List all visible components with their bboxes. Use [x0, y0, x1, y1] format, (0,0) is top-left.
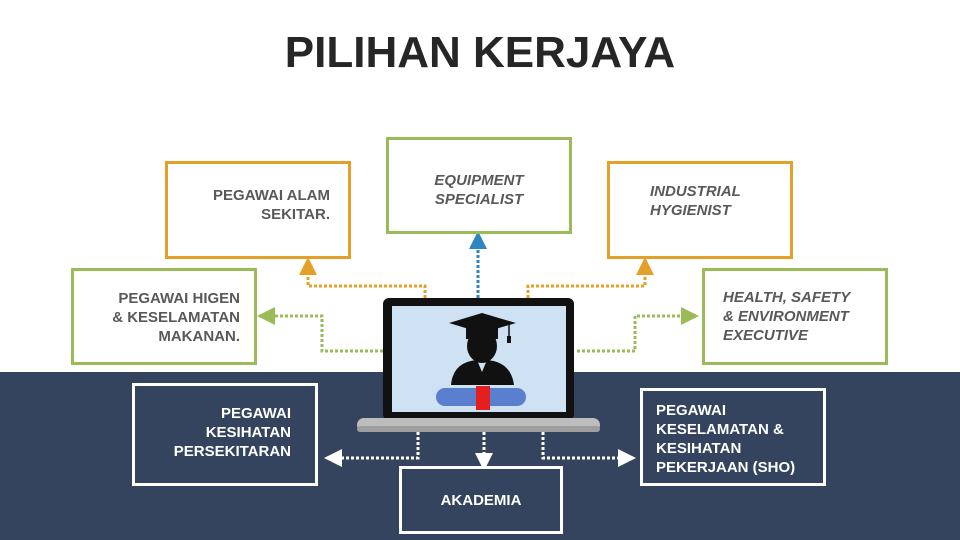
career-box-equipment-specialist: EQUIPMENT SPECIALIST: [386, 137, 572, 234]
career-box-sho: PEGAWAI KESELAMATAN & KESIHATAN PEKERJAA…: [640, 388, 826, 486]
connector-hse: [577, 307, 699, 353]
laptop-graduate-illustration: [357, 298, 600, 432]
career-box-pegawai-alam-sekitar: PEGAWAI ALAM SEKITAR.: [165, 161, 351, 259]
career-label: INDUSTRIAL HYGIENIST: [650, 183, 741, 219]
career-box-hse-executive: HEALTH, SAFETY & ENVIRONMENT EXECUTIVE: [702, 268, 888, 365]
career-box-pegawai-higen: PEGAWAI HIGEN & KESELAMATAN MAKANAN.: [71, 268, 257, 365]
career-label: EQUIPMENT SPECIALIST: [434, 172, 524, 208]
page-title: PILIHAN KERJAYA: [284, 28, 676, 77]
connector-higen: [257, 307, 383, 353]
career-box-akademia: AKADEMIA: [399, 466, 563, 534]
connector-alam-sekitar: [299, 257, 427, 298]
career-label: PEGAWAI KESELAMATAN & KESIHATAN PEKERJAA…: [656, 402, 796, 476]
career-label: AKADEMIA: [440, 492, 522, 509]
career-label: PEGAWAI HIGEN & KESELAMATAN MAKANAN.: [112, 290, 240, 345]
career-label: HEALTH, SAFETY & ENVIRONMENT EXECUTIVE: [723, 289, 851, 344]
career-box-kesihatan-persekitaran: PEGAWAI KESIHATAN PERSEKITARAN: [132, 383, 318, 486]
career-label: PEGAWAI ALAM SEKITAR.: [213, 187, 330, 223]
connector-industrial: [526, 257, 654, 298]
career-box-industrial-hygienist: INDUSTRIAL HYGIENIST: [607, 161, 793, 259]
career-label: PEGAWAI KESIHATAN PERSEKITARAN: [173, 405, 291, 460]
connector-sho: [541, 432, 636, 467]
connector-persekitaran: [324, 432, 420, 467]
